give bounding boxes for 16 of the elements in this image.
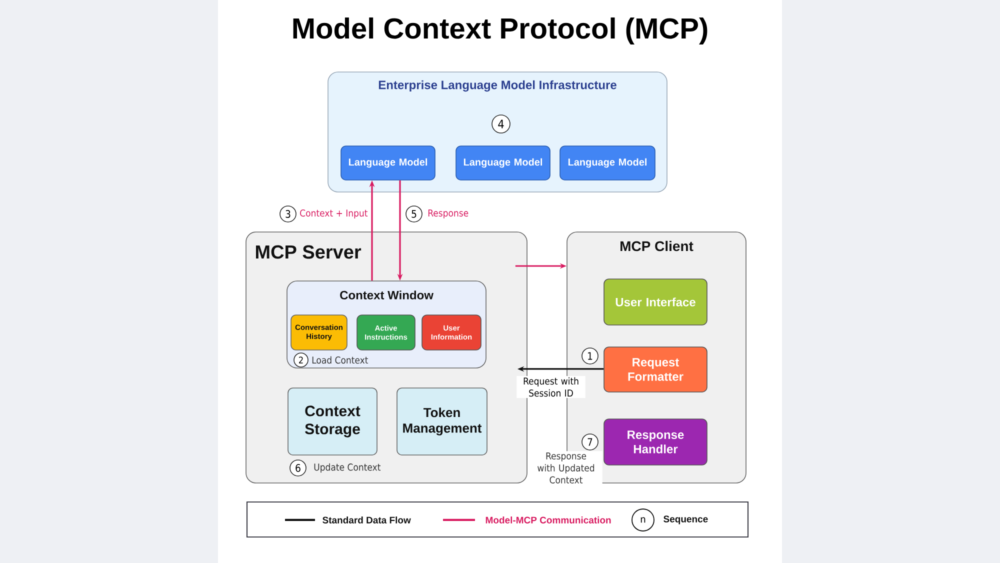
legend-text: Model-MCP Communication bbox=[486, 516, 611, 524]
title: Model Context Protocol (MCP) bbox=[293, 17, 708, 44]
component-box: Response Handler bbox=[604, 418, 708, 466]
legend-text: Standard Data Flow bbox=[322, 516, 411, 524]
step-caption: Load Context bbox=[312, 356, 368, 364]
legend-text: Sequence bbox=[664, 516, 708, 524]
step-caption: Update Context bbox=[314, 463, 380, 473]
component-box: Context Storage bbox=[288, 388, 378, 456]
component-box: Language Model bbox=[340, 146, 436, 180]
step-caption: Context + Input bbox=[300, 209, 368, 218]
component-box: User Interface bbox=[604, 278, 708, 326]
component-box: Language Model bbox=[560, 146, 656, 180]
component-box: Token Management bbox=[396, 388, 488, 456]
step-caption: Response bbox=[428, 210, 468, 218]
component-box: Language Model bbox=[456, 146, 550, 180]
component-box: Request Formatter bbox=[604, 346, 708, 392]
